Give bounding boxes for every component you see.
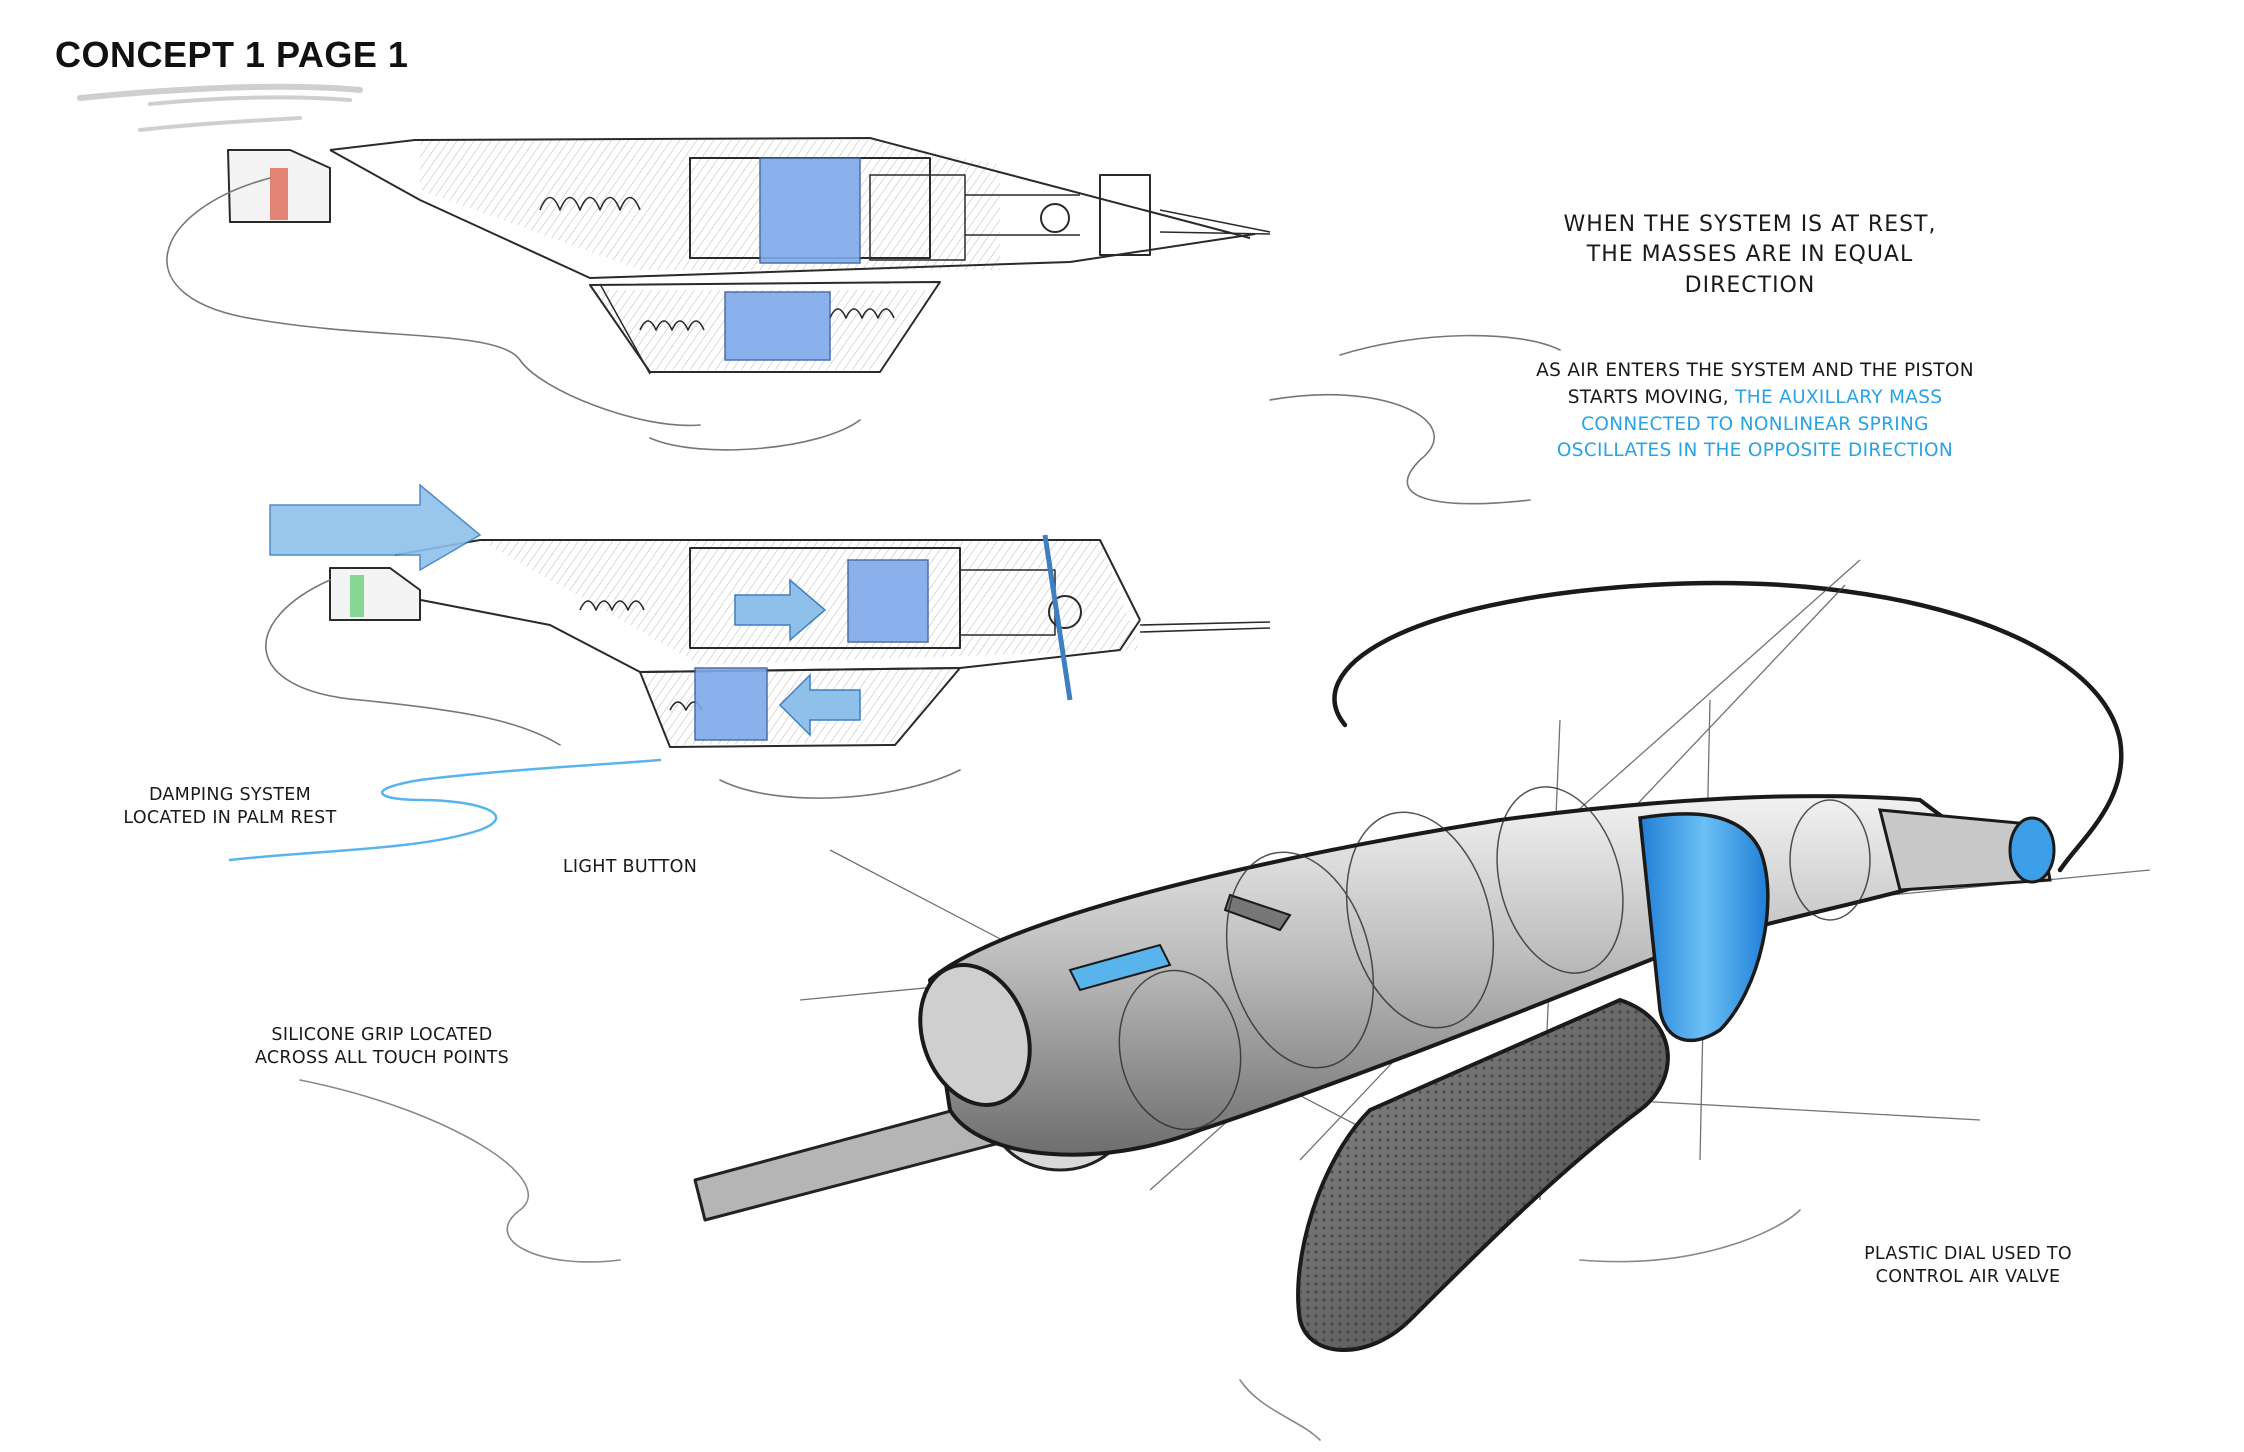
mass-block-active-lower: [694, 667, 768, 741]
air-note-highlight: THE AUXILLARY MASS: [1735, 386, 1943, 408]
plastic-dial-callout: PLASTIC DIAL USED TO CONTROL AIR VALVE: [1848, 1243, 2088, 1289]
air-note-line: STARTS MOVING, THE AUXILLARY MASS: [1505, 385, 2005, 412]
air-note-highlight: CONNECTED TO NONLINEAR SPRING: [1581, 413, 1929, 435]
air-inflow-arrow: [269, 483, 482, 572]
control-dial-ring: [1638, 812, 1770, 1042]
status-indicator-red: [270, 168, 288, 220]
rest-note-line: THE MASSES ARE IN EQUAL: [1586, 242, 1914, 268]
air-hose-curve: [1332, 580, 2124, 873]
section-2-flourish: [265, 579, 961, 799]
light-button: [1068, 943, 1172, 992]
air-note-text: STARTS MOVING,: [1567, 386, 1729, 408]
air-note-line: AS AIR ENTERS THE SYSTEM AND THE PISTON: [1536, 360, 1974, 381]
callout-line: DAMPING SYSTEM: [148, 785, 312, 805]
damping-highlight-scribble: [228, 758, 662, 862]
grip-texture: [1298, 1000, 1668, 1350]
page-title: CONCEPT 1 PAGE 1: [55, 34, 409, 75]
title-underline-scribble: [77, 83, 363, 132]
callout-line: CONTROL AIR VALVE: [1875, 1267, 2061, 1288]
air-note-highlight: OSCILLATES IN THE OPPOSITE DIRECTION: [1556, 440, 1954, 462]
silicone-grip-callout: SILICONE GRIP LOCATED ACROSS ALL TOUCH P…: [232, 1024, 532, 1070]
air-flow-note: AS AIR ENTERS THE SYSTEM AND THE PISTON …: [1505, 358, 2005, 465]
tool-perspective-sketch: [299, 559, 2151, 1441]
top-fin: [1223, 893, 1292, 932]
rest-note-line: DIRECTION: [1684, 272, 1816, 298]
rest-state-note: WHEN THE SYSTEM IS AT REST, THE MASSES A…: [1520, 210, 1980, 301]
mass-block-lower: [724, 291, 831, 361]
piston-motion-arrow: [734, 578, 827, 642]
callout-line: SILICONE GRIP LOCATED: [271, 1025, 493, 1045]
light-button-callout: LIGHT BUTTON: [562, 857, 698, 877]
callout-line: LOCATED IN PALM REST: [123, 808, 337, 829]
section-1-flourish: [166, 177, 1561, 505]
status-indicator-green: [350, 575, 364, 617]
callout-line: PLASTIC DIAL USED TO: [1864, 1244, 2072, 1264]
rear-cap: [918, 963, 1032, 1107]
rest-note-line: WHEN THE SYSTEM IS AT REST,: [1563, 212, 1937, 237]
callout-line: ACROSS ALL TOUCH POINTS: [254, 1048, 510, 1069]
mass-block-active-upper: [847, 559, 929, 643]
front-tube-tip: [2008, 816, 2056, 884]
mass-block-upper: [759, 157, 861, 264]
front-tube: [1878, 808, 2052, 892]
auxiliary-mass-arrow: [778, 673, 861, 737]
dial-marker-blue: [1042, 534, 1073, 701]
damping-system-callout: DAMPING SYSTEM LOCATED IN PALM REST: [120, 784, 340, 830]
